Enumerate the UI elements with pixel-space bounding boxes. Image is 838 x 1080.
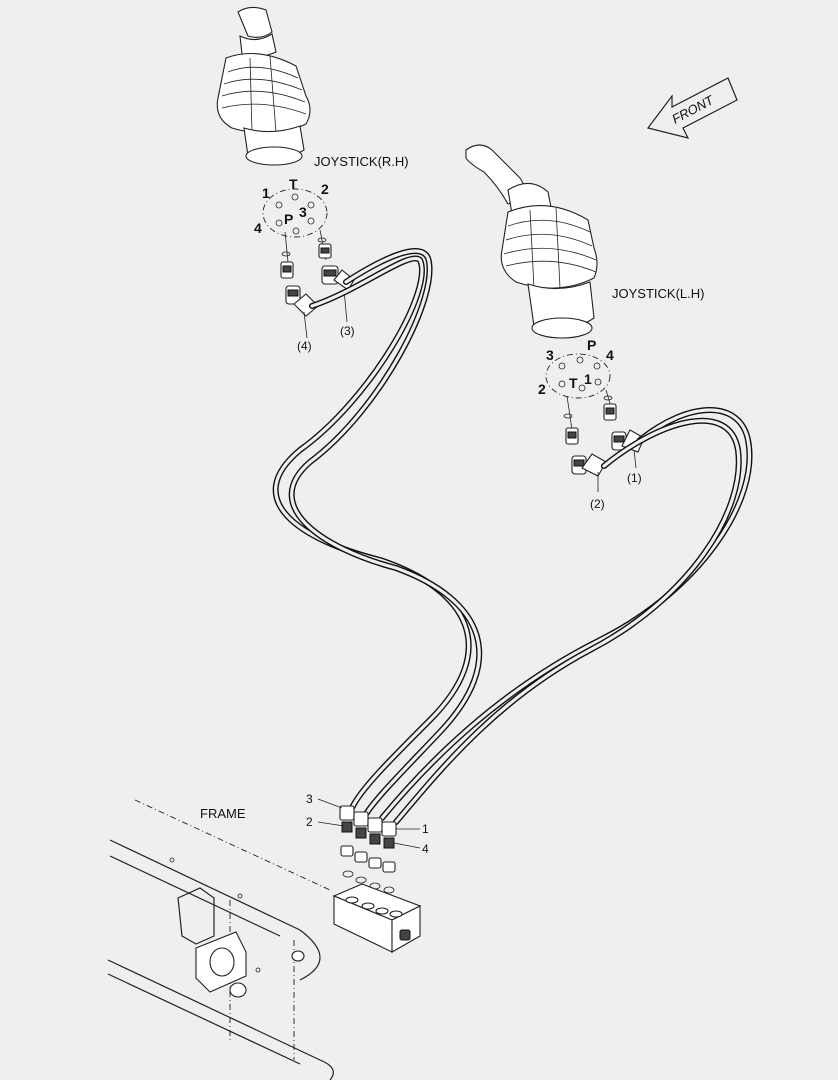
- block-fittings: [339, 805, 397, 894]
- joystick-rh-label: JOYSTICK(R.H): [314, 154, 409, 169]
- frame-label: FRAME: [200, 806, 246, 821]
- callout-block-3: 3: [306, 792, 313, 806]
- front-label: FRONT: [669, 92, 717, 127]
- callout-block-1: 1: [422, 822, 429, 836]
- callout-lh-2: (2): [590, 497, 605, 511]
- manifold-block-icon: [332, 883, 422, 953]
- joystick-lh-icon: [465, 144, 598, 339]
- front-arrow-icon: FRONT: [646, 77, 738, 139]
- rh-port-4: 4: [254, 220, 262, 236]
- lh-port-t: T: [569, 375, 578, 391]
- rh-port-pattern: [262, 188, 328, 238]
- joystick-rh-icon: [216, 6, 311, 166]
- rh-port-2: 2: [321, 181, 329, 197]
- rh-port-t: T: [289, 176, 298, 192]
- callout-rh-3: (3): [340, 324, 355, 338]
- lh-port-1: 1: [584, 371, 592, 387]
- joystick-lh-label: JOYSTICK(L.H): [612, 286, 704, 301]
- callout-block-2: 2: [306, 815, 313, 829]
- lh-port-2: 2: [538, 381, 546, 397]
- frame-icon: [107, 799, 334, 1080]
- lh-hoses: [379, 407, 753, 825]
- rh-hoses: [272, 248, 483, 817]
- rh-fittings: [280, 229, 355, 317]
- lh-port-p: P: [587, 337, 596, 353]
- callout-rh-4: (4): [297, 339, 312, 353]
- callout-block-4: 4: [422, 842, 429, 856]
- callout-lh-1: (1): [627, 471, 642, 485]
- rh-port-1: 1: [262, 185, 270, 201]
- lh-port-3: 3: [546, 347, 554, 363]
- lh-port-pattern: [545, 353, 611, 399]
- lh-port-4: 4: [606, 347, 614, 363]
- rh-port-p: P: [284, 211, 293, 227]
- rh-port-3: 3: [299, 204, 307, 220]
